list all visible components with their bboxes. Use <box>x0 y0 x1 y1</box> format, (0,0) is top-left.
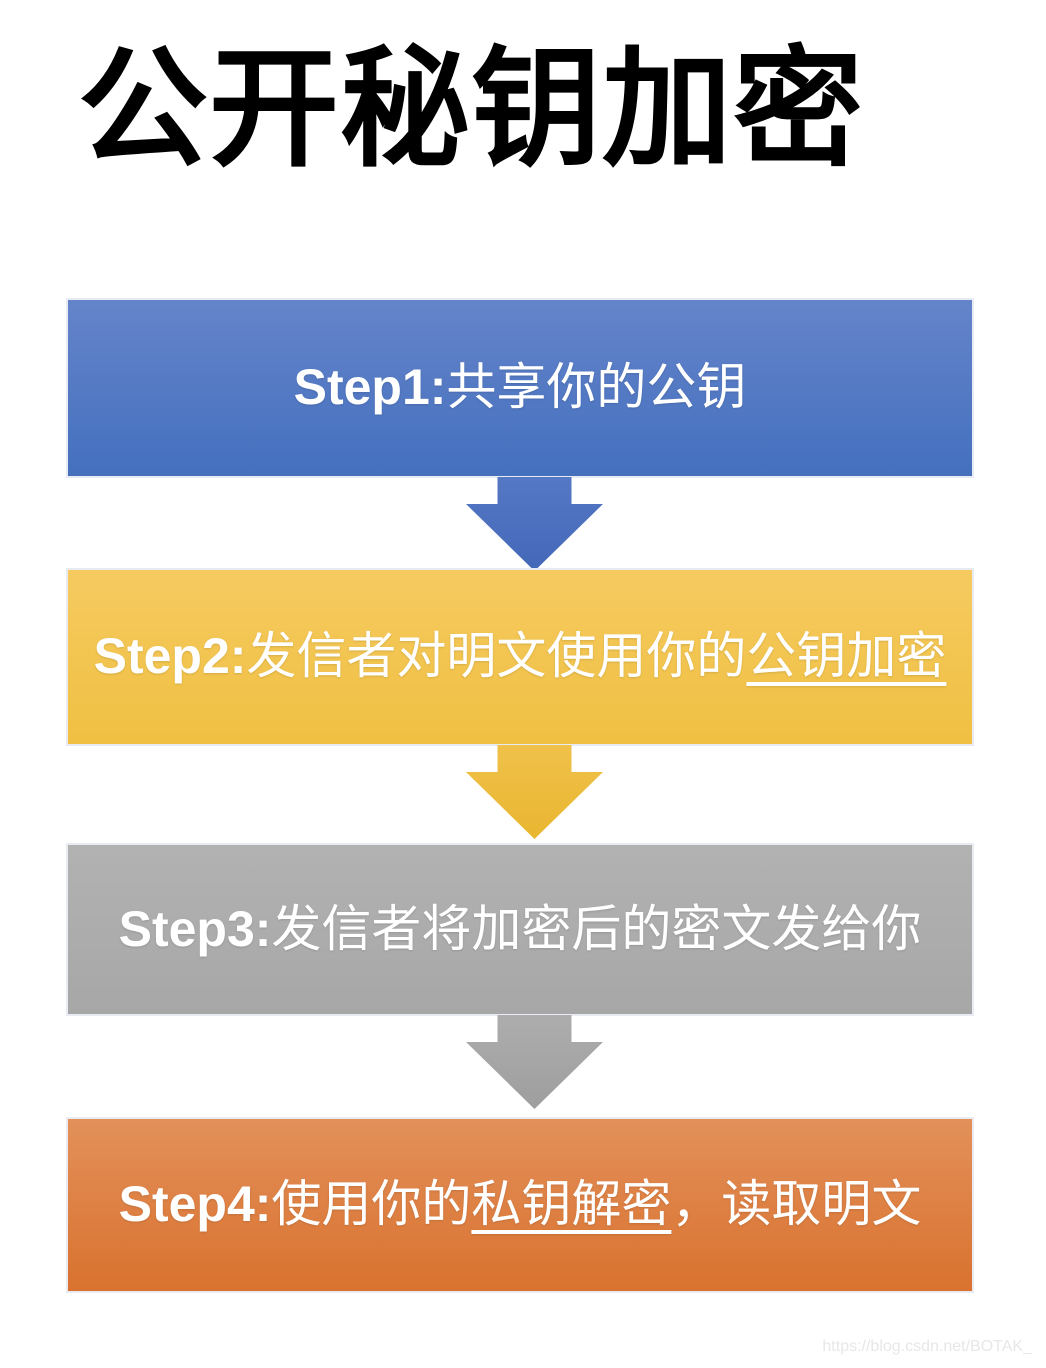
flow-step-4-label: Step4:使用你的私钥解密，读取明文 <box>119 1176 922 1234</box>
step-3-prefix: Step3: <box>118 900 272 957</box>
flow-step-3-label: Step3:发信者将加密后的密文发给你 <box>119 901 922 959</box>
flow-step-1: Step1:共享你的公钥 <box>66 298 974 478</box>
flow-step-1-label: Step1:共享你的公钥 <box>294 359 747 417</box>
flow-arrow-down-icon-1 <box>466 477 603 571</box>
flow-step-4: Step4:使用你的私钥解密，读取明文 <box>66 1117 974 1293</box>
step-3-text: 发信者将加密后的密文发给你 <box>271 900 922 957</box>
step-2-text: 发信者对明文使用你的 <box>246 628 747 685</box>
step-4-text-after: ，读取明文 <box>671 1176 922 1233</box>
step-4-text: 使用你的 <box>271 1176 472 1233</box>
step-1-prefix: Step1: <box>293 359 447 416</box>
page-title: 公开秘钥加密 <box>78 36 865 182</box>
watermark-text: https://blog.csdn.net/BOTAK_ <box>822 1338 1032 1355</box>
step-2-underlined-text: 公钥加密 <box>746 628 947 685</box>
flow-step-2: Step2:发信者对明文使用你的公钥加密 <box>66 568 974 746</box>
flow-step-2-label: Step2:发信者对明文使用你的公钥加密 <box>94 628 947 686</box>
step-4-underlined-text: 私钥解密 <box>471 1176 672 1233</box>
flow-arrow-down-icon-3 <box>466 1015 603 1109</box>
step-2-prefix: Step2: <box>93 628 247 685</box>
flow-step-3: Step3:发信者将加密后的密文发给你 <box>66 843 974 1016</box>
step-4-prefix: Step4: <box>118 1176 272 1233</box>
flow-arrow-down-icon-2 <box>466 745 603 839</box>
step-1-text: 共享你的公钥 <box>446 359 747 416</box>
